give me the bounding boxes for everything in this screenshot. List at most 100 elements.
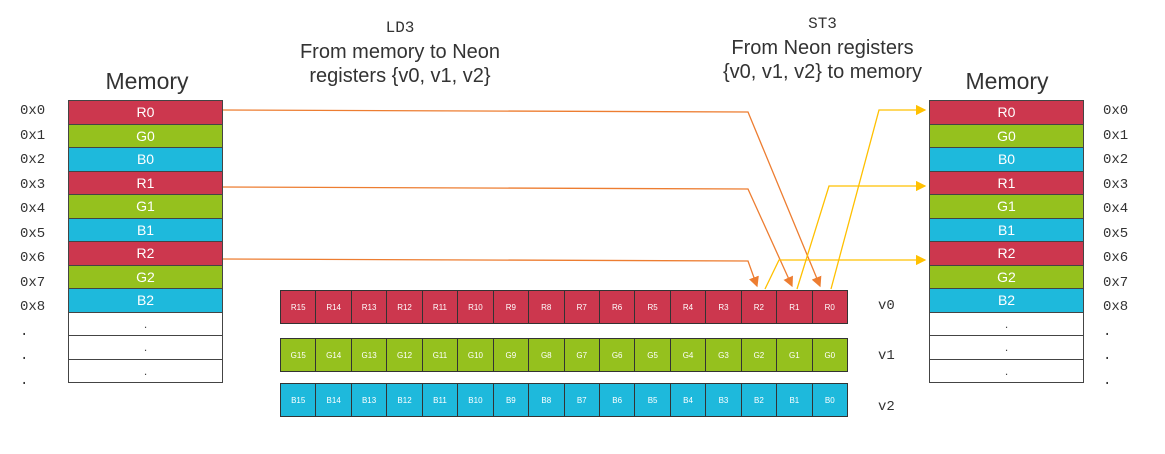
register-lane: B10 — [458, 384, 494, 416]
register-name-v2: v2 — [878, 399, 895, 415]
register-lane: B0 — [812, 384, 847, 416]
register-lane: G4 — [670, 339, 707, 371]
register-lane: B8 — [529, 384, 565, 416]
memory-label-right: Memory — [965, 68, 1049, 94]
register-lane: G11 — [422, 339, 459, 371]
memory-address: 0x4 — [1103, 201, 1129, 218]
memory-cell: G0 — [69, 124, 222, 148]
memory-address: 0x6 — [20, 250, 46, 267]
register-lane: G5 — [635, 339, 671, 371]
memory-cell: G0 — [930, 124, 1083, 148]
register-lane: R6 — [599, 291, 636, 323]
register-lane: G12 — [387, 339, 423, 371]
memory-address: . — [20, 323, 29, 340]
register-lane: R9 — [493, 291, 530, 323]
load-arrow-r0 — [221, 109, 822, 288]
ld3-line1: From memory to Neon — [299, 41, 501, 63]
memory-address: 0x2 — [1103, 152, 1129, 169]
ld3-line2: registers {v0, v1, v2} — [309, 65, 491, 87]
register-lane: R1 — [777, 291, 813, 323]
memory-cell: . — [930, 312, 1083, 336]
st3-heading: ST3 From Neon registers {v0, v1, v2} to … — [705, 12, 940, 84]
ld3-heading: LD3 From memory to Neon registers {v0, v… — [270, 16, 530, 88]
register-lane: B2 — [741, 384, 778, 416]
register-lane: R0 — [812, 291, 847, 323]
register-lane: R7 — [564, 291, 600, 323]
register-lane: G2 — [741, 339, 778, 371]
register-lane: B12 — [387, 384, 423, 416]
memory-cell: R2 — [930, 242, 1083, 266]
memory-address: 0x1 — [20, 127, 46, 144]
memory-address: . — [1103, 372, 1112, 389]
memory-address: 0x0 — [20, 103, 46, 120]
register-lane: G9 — [493, 339, 530, 371]
register-lane: G7 — [564, 339, 600, 371]
ld3-instruction: LD3 — [385, 19, 415, 37]
register-lane: B15 — [281, 384, 317, 416]
register-lane: R8 — [529, 291, 565, 323]
memory-cell: . — [69, 359, 222, 383]
memory-address: . — [1103, 323, 1112, 340]
register-name-v0: v0 — [878, 298, 895, 314]
memory-address: 0x4 — [20, 201, 46, 218]
register-lane: R15 — [281, 291, 317, 323]
memory-address: 0x3 — [20, 176, 46, 193]
register-lane: B14 — [316, 384, 352, 416]
memory-address: 0x0 — [1103, 103, 1129, 120]
memory-address: 0x8 — [20, 299, 46, 316]
memory-cell: B0 — [930, 148, 1083, 172]
memory-address: 0x6 — [1103, 250, 1129, 267]
st3-line1: From Neon registers — [731, 37, 914, 59]
register-lane: B6 — [599, 384, 636, 416]
st3-instruction: ST3 — [808, 15, 837, 33]
register-lane: B7 — [564, 384, 600, 416]
store-arrow-r0 — [830, 104, 927, 290]
memory-address: . — [20, 372, 29, 389]
register-lane: R14 — [316, 291, 352, 323]
register-lane: G14 — [316, 339, 352, 371]
memory-address: . — [20, 348, 29, 365]
memory-cell: R0 — [930, 101, 1083, 125]
memory-cell: G1 — [69, 195, 222, 219]
memory-address: . — [1103, 348, 1112, 365]
memory-cell: G2 — [930, 265, 1083, 289]
memory-cell: B1 — [930, 218, 1083, 242]
memory-address: 0x7 — [1103, 274, 1129, 291]
register-lane: B1 — [777, 384, 813, 416]
register-lane: R2 — [741, 291, 778, 323]
memory-cell: G1 — [930, 195, 1083, 219]
memory-cell: R2 — [69, 242, 222, 266]
memory-address: 0x3 — [1103, 176, 1129, 193]
register-lane: R11 — [422, 291, 459, 323]
memory-address: 0x1 — [1103, 127, 1129, 144]
memory-label-left: Memory — [105, 68, 189, 94]
memory-cell: B2 — [930, 289, 1083, 313]
register-lane: R12 — [387, 291, 423, 323]
st3-line2: {v0, v1, v2} to memory — [723, 61, 922, 83]
register-lane: R4 — [670, 291, 707, 323]
register-lane: G3 — [706, 339, 742, 371]
memory-cell: R1 — [69, 171, 222, 195]
memory-address: 0x2 — [20, 152, 46, 169]
register-lane: B5 — [635, 384, 671, 416]
memory-address: 0x5 — [20, 225, 46, 242]
register-lane: B11 — [422, 384, 459, 416]
register-lane: R5 — [635, 291, 671, 323]
memory-cell: R1 — [930, 171, 1083, 195]
memory-cell: G2 — [69, 265, 222, 289]
memory-cell: B1 — [69, 218, 222, 242]
register-lane: G10 — [458, 339, 494, 371]
register-lane: G6 — [599, 339, 636, 371]
register-lane: R3 — [706, 291, 742, 323]
memory-cell: . — [69, 336, 222, 360]
register-lane: G1 — [777, 339, 813, 371]
register-lane: B9 — [493, 384, 530, 416]
